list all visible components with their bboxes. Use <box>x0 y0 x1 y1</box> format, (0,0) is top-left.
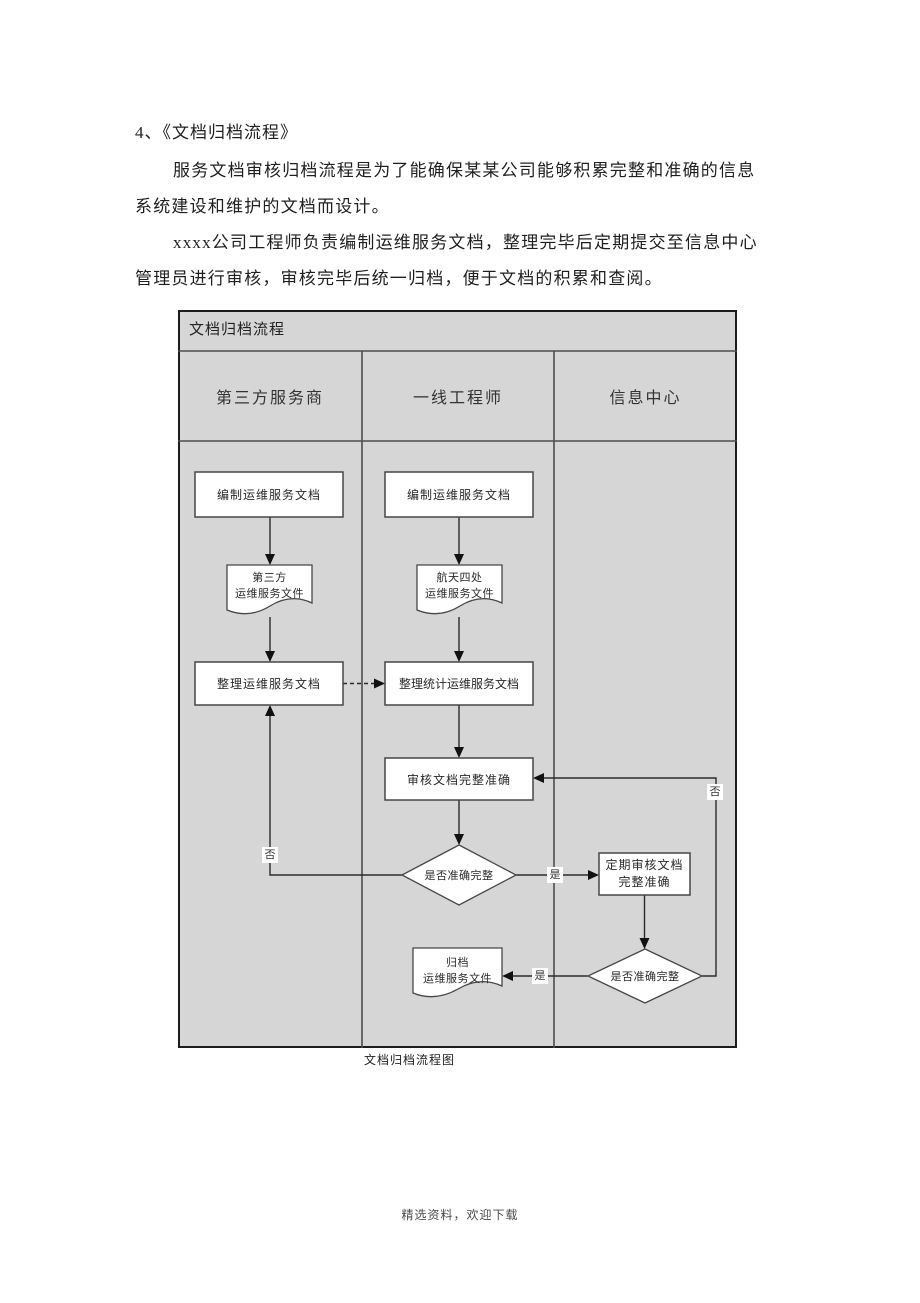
node-engineer-file-line1: 航天四处 <box>436 572 483 584</box>
flowchart: 文档归档流程 第三方服务商 一线工程师 信息中心 编制运维服务文档 第三方 运维… <box>178 310 737 1048</box>
page-footer: 精选资料，欢迎下载 <box>401 1208 519 1222</box>
lane-header-vendor: 第三方服务商 <box>215 390 324 407</box>
node-center-decision-shape <box>586 948 704 1004</box>
node-vendor-compile-shape <box>194 471 344 518</box>
edge-label-no-engineer: 否 <box>262 847 278 863</box>
node-archive-file-shape <box>412 947 503 998</box>
node-center-decision: 是否准确完整 <box>610 971 680 983</box>
arrowheads <box>265 554 650 981</box>
node-center-review: 定期审核文档 完整准确 <box>599 853 690 895</box>
node-engineer-file-line2: 运维服务文件 <box>425 588 494 600</box>
node-vendor-file-line1: 第三方 <box>252 572 287 584</box>
connectors <box>269 517 717 977</box>
node-center-review-line1: 定期审核文档 <box>605 858 684 872</box>
node-engineer-organize: 整理统计运维服务文档 <box>398 677 519 691</box>
node-archive-file-line2: 运维服务文件 <box>423 973 492 985</box>
node-archive-file: 归档 运维服务文件 <box>413 951 502 991</box>
body-line: xxxx公司工程师负责编制运维服务文档，整理完毕后定期提交至信息中心 <box>173 233 758 252</box>
body-line: 系统建设和维护的文档而设计。 <box>135 197 390 216</box>
body-line: 管理员进行审核，审核完毕后统一归档，便于文档的积累和查阅。 <box>135 269 663 288</box>
edge-label-yes-engineer: 是 <box>547 867 563 883</box>
node-center-review-shape <box>598 852 691 896</box>
node-engineer-decision-shape <box>400 844 518 906</box>
edge-label-no-center: 否 <box>707 784 723 800</box>
flowchart-caption: 文档归档流程图 <box>364 1053 456 1067</box>
node-engineer-compile: 编制运维服务文档 <box>406 488 511 502</box>
edge-label-yes-center: 是 <box>532 968 548 984</box>
node-engineer-review: 审核文档完整准确 <box>406 772 511 787</box>
node-vendor-file-line2: 运维服务文件 <box>235 588 304 600</box>
node-archive-file-line1: 归档 <box>446 957 469 969</box>
node-vendor-file-shape <box>226 564 313 615</box>
node-engineer-compile-shape <box>384 471 534 518</box>
node-engineer-file: 航天四处 运维服务文件 <box>417 566 502 606</box>
flowchart-graphics <box>178 310 737 1048</box>
section-heading: 4、《文档归档流程》 <box>135 123 298 142</box>
node-engineer-file-shape <box>416 564 503 615</box>
node-engineer-organize-shape <box>384 661 534 706</box>
node-center-review-line2: 完整准确 <box>618 875 671 889</box>
lane-header-center: 信息中心 <box>609 390 682 407</box>
node-vendor-organize-shape <box>194 661 344 706</box>
node-vendor-organize: 整理运维服务文档 <box>216 677 321 691</box>
node-engineer-review-shape <box>384 757 534 801</box>
flowchart-title: 文档归档流程 <box>189 322 286 338</box>
node-vendor-file: 第三方 运维服务文件 <box>227 566 312 606</box>
body-line: 服务文档审核归档流程是为了能确保某某公司能够积累完整和准确的信息 <box>173 161 756 180</box>
node-vendor-compile: 编制运维服务文档 <box>216 488 321 502</box>
node-engineer-decision: 是否准确完整 <box>424 870 494 882</box>
lane-header-engineer: 一线工程师 <box>412 390 503 407</box>
